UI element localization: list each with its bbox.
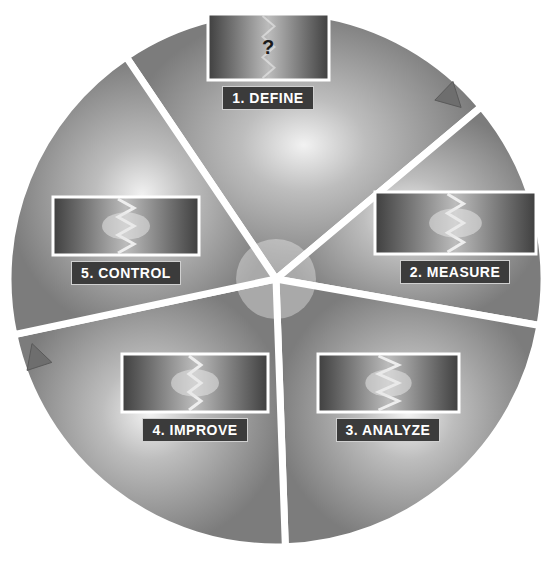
phase-icon — [120, 352, 270, 414]
wheel-segment — [276, 279, 540, 547]
phase-segment: 2. MEASURE — [373, 190, 538, 284]
center-glow — [236, 239, 316, 319]
phase-label: 3. ANALYZE — [336, 418, 441, 442]
phase-label: 1. DEFINE — [222, 86, 313, 110]
phase-icon — [316, 352, 461, 414]
phase-label: 4. IMPROVE — [142, 418, 247, 442]
cycle-arrowhead — [435, 81, 461, 107]
phase-label: 2. MEASURE — [400, 260, 511, 284]
phase-label: 5. CONTROL — [71, 261, 181, 285]
phase-segment: 5. CONTROL — [51, 195, 201, 285]
phase-icon — [51, 195, 201, 257]
icon-picture — [120, 352, 270, 414]
icon-picture — [316, 352, 461, 414]
icon-picture — [373, 190, 538, 256]
cycle-arrowhead — [27, 344, 52, 371]
icon-picture — [51, 195, 201, 257]
phase-segment: 3. ANALYZE — [316, 352, 461, 442]
phase-icon — [373, 190, 538, 256]
phase-icon: ? — [206, 12, 331, 82]
phase-segment: ? 1. DEFINE — [206, 12, 331, 110]
phase-segment: 4. IMPROVE — [120, 352, 270, 442]
icon-symbol: ? — [206, 36, 331, 59]
